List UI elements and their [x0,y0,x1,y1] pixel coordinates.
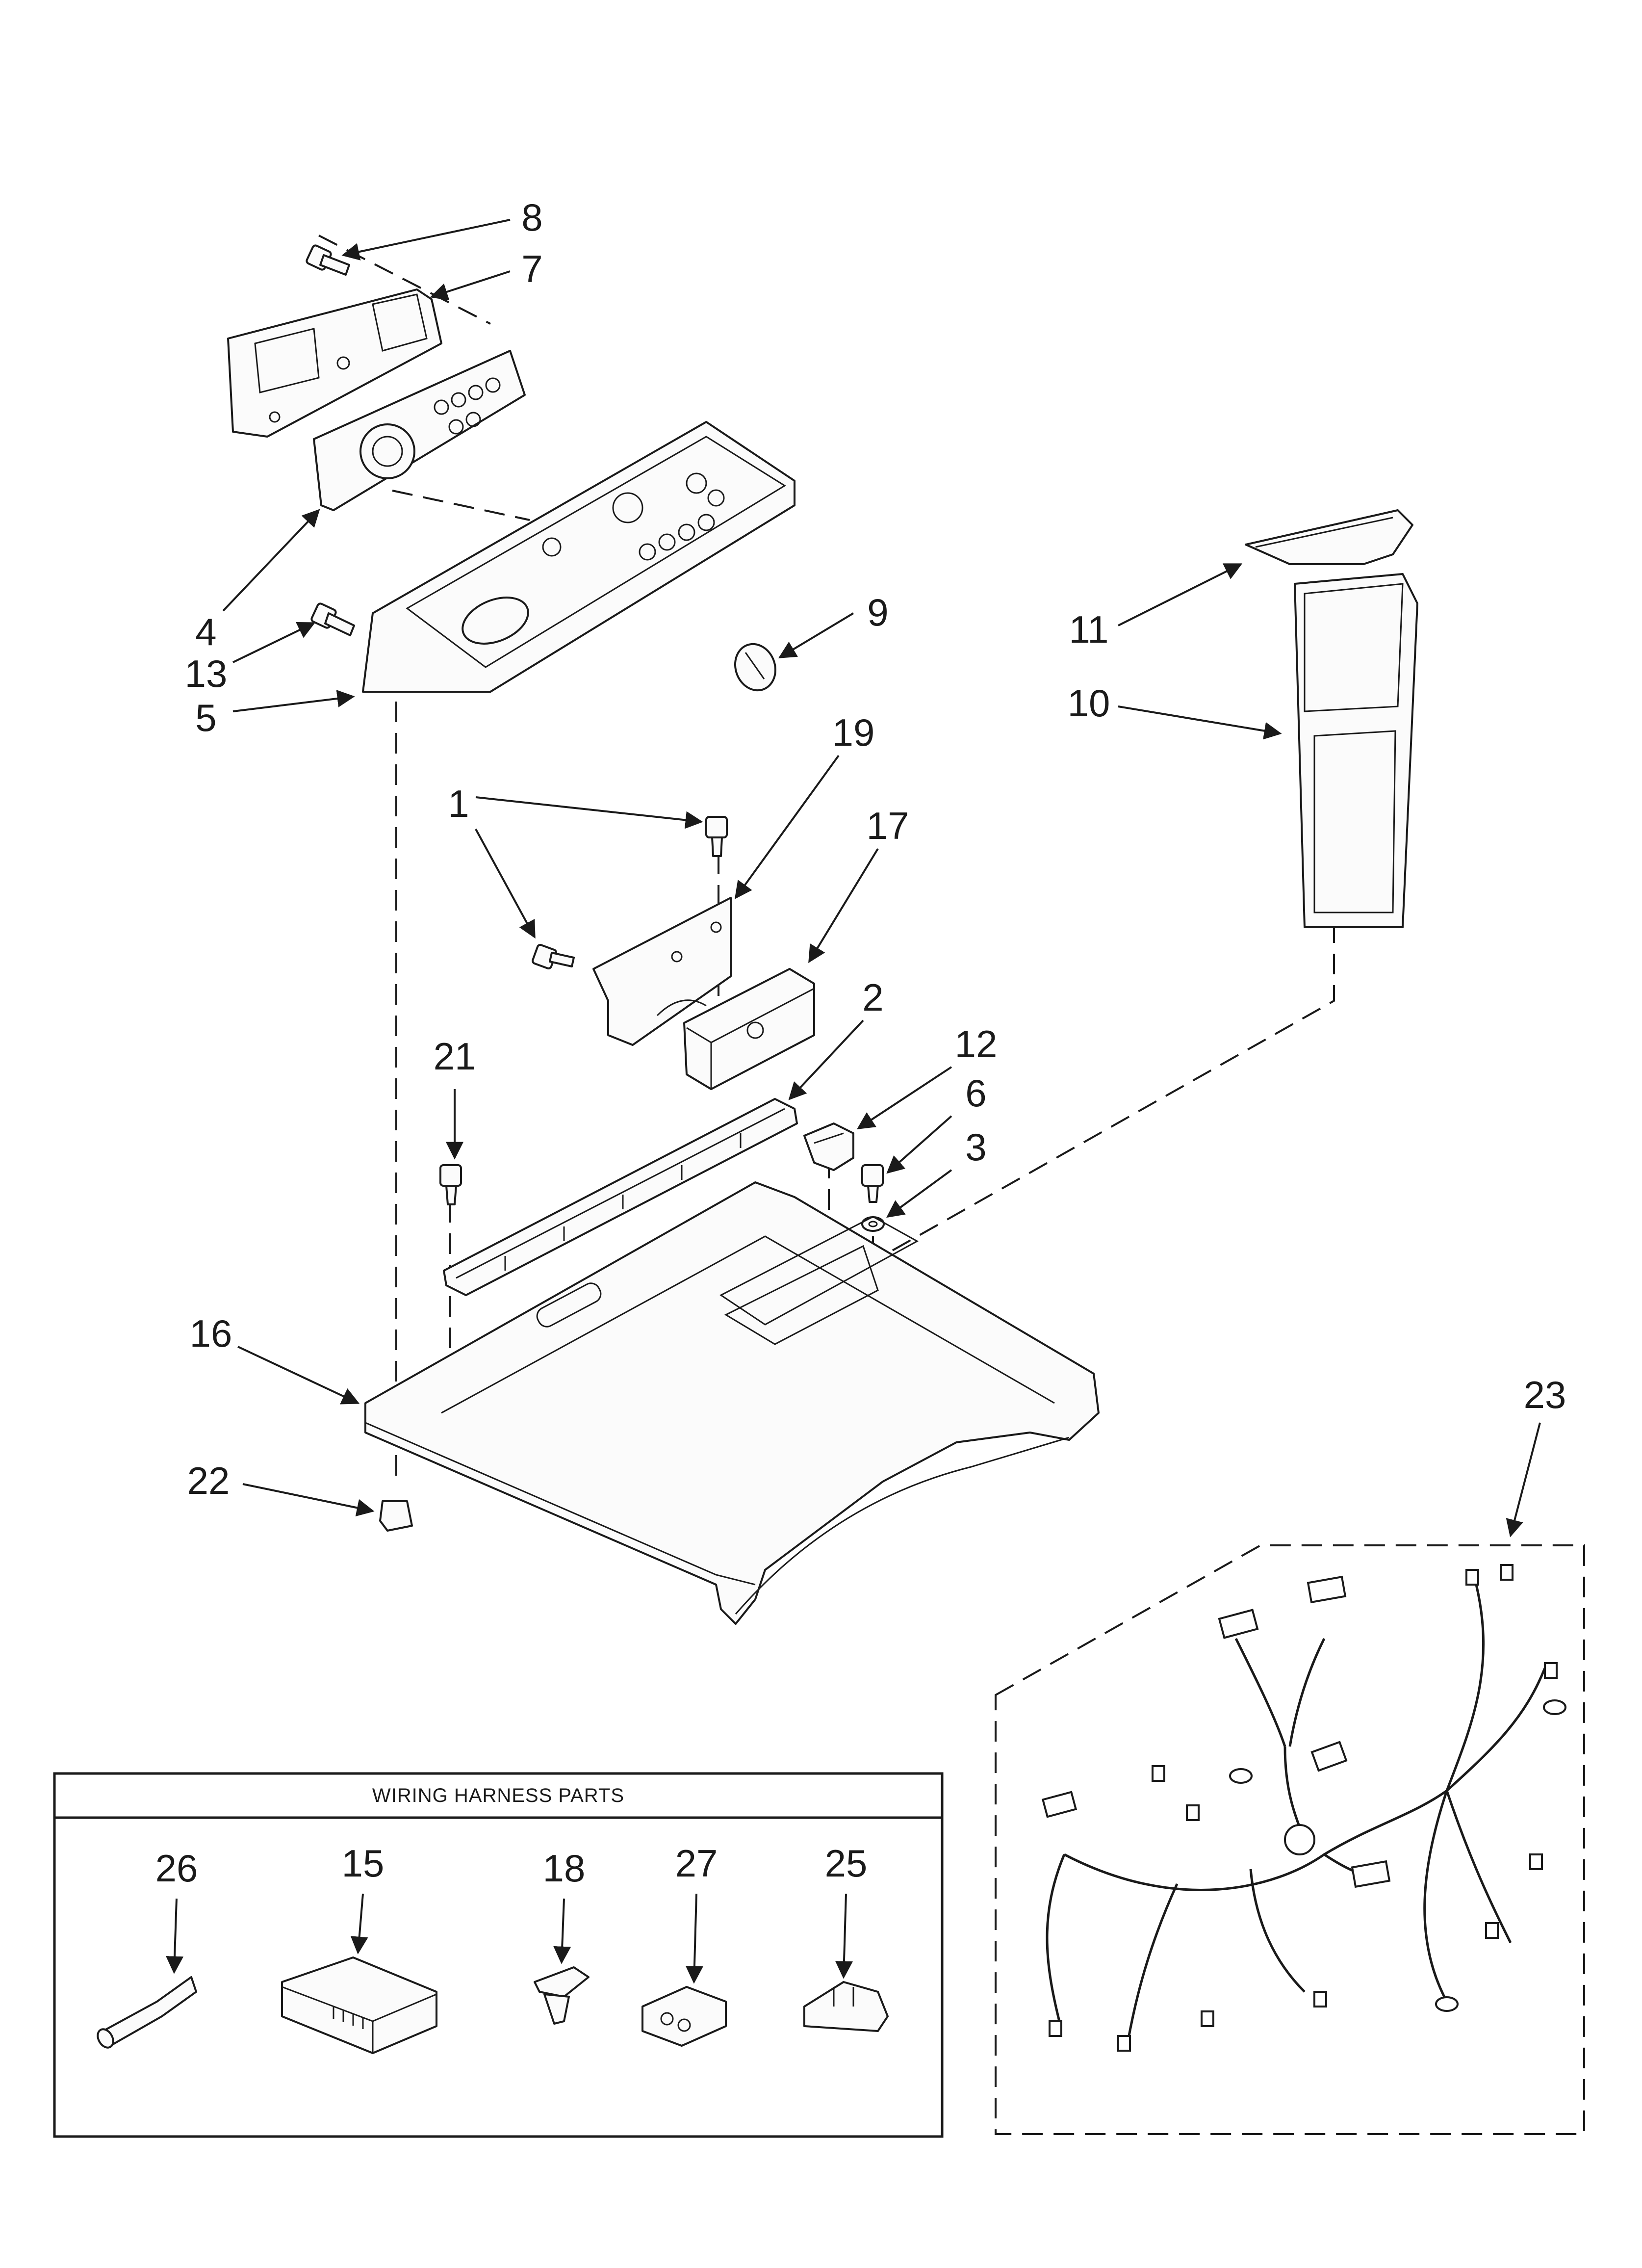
callout-19: 19 [832,711,875,754]
screw-part-1-top[interactable] [705,816,728,857]
console-part-5[interactable] [362,421,795,693]
harness-box-leaders [166,1893,853,1984]
knob-part-9[interactable] [729,638,782,696]
callout-4: 4 [195,610,216,653]
connector-housing-part-15[interactable] [281,1956,437,2054]
callout-7: 7 [521,247,542,290]
screw-part-8[interactable] [306,244,350,276]
callout-9: 9 [867,591,888,634]
console-rear-cover-part-7[interactable] [227,288,442,438]
clip-part-18[interactable] [534,1966,590,2025]
screw-part-21[interactable] [439,1164,462,1205]
callout-25: 25 [825,1842,868,1885]
screw-part-13[interactable] [310,602,355,636]
clip-part-12[interactable] [803,1122,854,1171]
connector-part-27[interactable] [641,1986,727,2047]
connector-part-25[interactable] [803,1981,889,2032]
callout-16: 16 [190,1312,232,1355]
top-panel-part-16[interactable] [364,1181,1100,1625]
wiring-harness-parts-box [53,1772,944,2138]
callout-21: 21 [434,1035,476,1078]
callout-13: 13 [185,652,228,695]
callout-11: 11 [1069,608,1109,651]
callout-15: 15 [342,1842,385,1885]
callout-17: 17 [867,804,909,847]
callout-3: 3 [965,1125,986,1169]
callout-5: 5 [195,696,216,739]
screw-part-1-left[interactable] [532,944,575,969]
callout-8: 8 [521,196,542,239]
rail-part-2[interactable] [443,1098,798,1296]
callout-27: 27 [675,1842,718,1885]
callout-2: 2 [862,976,883,1019]
callout-labels: 8 7 4 13 5 9 11 10 1 19 17 2 21 12 6 3 1… [155,196,1566,1890]
callout-12: 12 [955,1022,998,1066]
callout-26: 26 [155,1847,198,1890]
module-part-17[interactable] [683,968,815,1090]
callout-1: 1 [448,782,469,825]
callout-10: 10 [1068,681,1110,725]
terminal-part-26[interactable] [95,1976,197,2050]
wiring-harness-part-23[interactable] [995,1544,1585,2135]
foot-part-22[interactable] [379,1500,413,1532]
control-board-part-4[interactable] [313,350,526,511]
washer-part-3[interactable] [861,1216,885,1232]
lint-screen-part-11[interactable] [1245,509,1413,565]
wiring-harness-parts-title: WIRING HARNESS PARTS [372,1785,625,1806]
callout-23: 23 [1524,1373,1566,1416]
callout-6: 6 [965,1071,986,1115]
callout-22: 22 [187,1459,230,1502]
screw-part-6[interactable] [861,1164,884,1203]
bracket-part-19[interactable] [592,897,732,1046]
lint-screen-housing-part-10[interactable] [1294,573,1418,928]
leader-lines [222,219,1541,1538]
callout-18: 18 [543,1847,586,1890]
